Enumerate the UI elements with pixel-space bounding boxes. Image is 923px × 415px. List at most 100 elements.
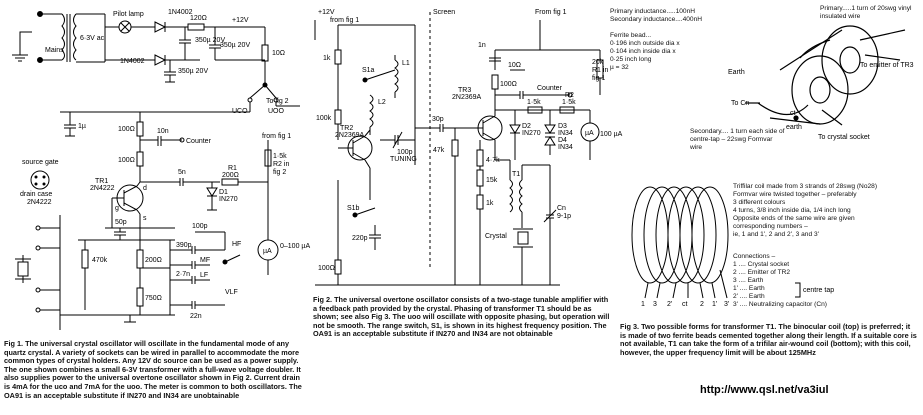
label-f2-d4-part: IN34 xyxy=(558,144,573,151)
label-c10n: 10n xyxy=(157,128,169,135)
label-f2-r1in: R1 in xyxy=(592,67,608,74)
label-f2-tr2-part: 2N2369A xyxy=(335,132,365,139)
label-to-fig2: To fig 2 xyxy=(266,98,289,105)
label-c350a: 350µ 20V xyxy=(195,37,225,44)
label-f3-earth2: earth xyxy=(786,124,802,131)
label-r10: 10Ω xyxy=(272,50,285,57)
label-f3-primary: Earth xyxy=(728,69,745,76)
label-f2-plus12: +12V xyxy=(318,9,335,16)
label-c350b: 350µ 20V xyxy=(220,42,250,49)
label-f2-r47k: 47k xyxy=(433,147,445,154)
label-tr1: TR1 xyxy=(95,178,108,185)
label-f2-r1k2: 1k xyxy=(486,200,494,207)
fig2-caption: Fig 2. The universal overtone oscillator… xyxy=(313,295,610,339)
label-counter: Counter xyxy=(186,138,212,145)
label-f3-to-emitter: To emitter of TR3 xyxy=(860,62,914,69)
fig3-trifilar-notes: Triffilar coil made from 3 strands of 28… xyxy=(733,183,918,239)
connections-title: Connections – xyxy=(733,253,776,260)
fig1-caption: Fig 1. The universal crystal oscillator … xyxy=(4,339,302,400)
connection-item: 2 .... Emitter of TR2 xyxy=(733,269,791,276)
trifilar-line: Formvar wire twisted together – preferab… xyxy=(733,191,857,198)
spec-line: 0·25 inch long xyxy=(610,56,652,63)
label-meter-range: 0–100 µA xyxy=(280,243,310,250)
label-d1: D1 xyxy=(219,189,228,196)
connection-item: 1 .... Crystal socket xyxy=(733,261,790,268)
label-f2-r47k2: 4·7k xyxy=(486,157,500,164)
label-f2-cn: Cn xyxy=(557,205,566,212)
label-lf: LF xyxy=(200,272,208,279)
label-f2-t1: T1 xyxy=(512,171,520,178)
label-f2-r100: 100Ω xyxy=(318,265,335,272)
label-f2-screen: Screen xyxy=(433,9,455,16)
connection-item: 3 .... Earth xyxy=(733,277,764,284)
fig3-spec-list: Primary inductance.....100nH Secondary i… xyxy=(610,8,730,72)
label-f2-d3: D3 xyxy=(558,123,567,130)
coil-end-label: 1' xyxy=(712,301,717,308)
label-f2-tr2: TR2 xyxy=(340,125,353,132)
label-f2-r15ka: 1·5k xyxy=(527,99,541,106)
label-f2-tr3-part: 2N2369A xyxy=(452,94,482,101)
coil-end-label: 3' xyxy=(724,301,729,308)
coil-end-label: 2 xyxy=(700,301,704,308)
label-from-fig1: from fig 1 xyxy=(262,133,291,140)
label-r470k: 470k xyxy=(92,257,108,264)
label-r200: 200Ω xyxy=(145,257,162,264)
coil-end-label: 2' xyxy=(667,301,672,308)
label-f2-r2: R2 xyxy=(565,92,574,99)
trifilar-line: ie, 1 and 1', 2 and 2', 3 and 3' xyxy=(733,231,819,238)
label-drain-case: drain case xyxy=(20,191,52,198)
label-uoo: UOO xyxy=(268,108,285,115)
label-r100b: 100Ω xyxy=(118,157,135,164)
label-f2-tuning: TUNING xyxy=(390,156,417,163)
label-f2-meter-val: 100 µA xyxy=(600,131,623,138)
label-f2-d2-part: IN270 xyxy=(522,130,541,137)
label-f2-c220p: 220p xyxy=(352,235,368,242)
label-c100p: 100p xyxy=(192,223,208,230)
label-f2-r100k: 100k xyxy=(316,115,332,122)
trifilar-line: 4 turns, 3/8 inch inside dia, 1/4 inch l… xyxy=(733,207,851,214)
label-c390p: 390p xyxy=(176,242,192,249)
label-f2-s1a: S1a xyxy=(362,67,375,74)
label-mf: MF xyxy=(200,257,210,264)
label-r100a: 100Ω xyxy=(118,126,135,133)
coil-end-label: 1 xyxy=(641,301,645,308)
label-tr1-part: 2N4222 xyxy=(90,185,115,192)
coil-end-label: ct xyxy=(682,301,688,308)
label-f2-r100b: 100Ω xyxy=(500,81,517,88)
label-c27n: 2·7n xyxy=(176,271,190,278)
label-r1-val: 200Ω xyxy=(222,172,239,179)
label-r2b: R2 in xyxy=(273,161,289,168)
label-f2-r15kb: 1·5k xyxy=(562,99,576,106)
connection-item: 2' .... Earth xyxy=(733,293,765,300)
label-f2-r1k: 1k xyxy=(323,55,331,62)
label-ac: 6·3V ac xyxy=(80,35,105,42)
label-f2-from-fig1: from fig 1 xyxy=(330,17,359,24)
label-r750: 750Ω xyxy=(145,295,162,302)
label-f2-l1: L1 xyxy=(402,60,410,67)
label-d1-part: IN270 xyxy=(219,196,238,203)
label-f2-r10b: 10Ω xyxy=(508,62,521,69)
spec-line xyxy=(610,24,730,32)
connection-item: 3' .... Neutralizing capacitor (Cn) xyxy=(733,301,827,308)
label-f2-meter: µA xyxy=(585,130,594,137)
fig3-secondary-note: Secondary.... 1 turn each side of centre… xyxy=(690,128,785,151)
label-d-bot: 1N4002 xyxy=(120,58,145,65)
label-f2-cn-val: 9-1p xyxy=(557,213,571,220)
fig3-primary-note: Primary.....1 turn of 20swg vinyl insula… xyxy=(820,5,912,20)
label-f2-r15k: 15k xyxy=(486,177,498,184)
label-f2-c30p: 30p xyxy=(432,116,444,123)
label-f2-r20k: 20k xyxy=(592,59,604,66)
trifilar-line: Triffilar coil made from 3 strands of 28… xyxy=(733,183,878,190)
label-f2-tr3: TR3 xyxy=(458,87,471,94)
label-f2-c1n: 1n xyxy=(478,42,486,49)
fig1-oscillator xyxy=(15,111,279,330)
label-d-top: 1N4002 xyxy=(168,9,193,16)
spec-line: Primary inductance.....100nH xyxy=(610,8,696,15)
label-hf: HF xyxy=(232,241,241,248)
label-mains: Mains xyxy=(45,47,64,54)
label-c22n: 22n xyxy=(190,313,202,320)
source-url[interactable]: http://www.qsl.net/va3iul xyxy=(700,384,829,396)
trifilar-line: corresponding numbers – xyxy=(733,223,808,230)
